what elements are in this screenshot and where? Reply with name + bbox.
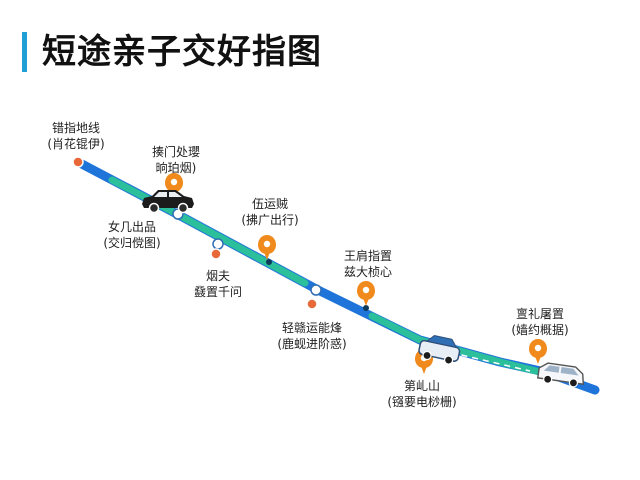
stop-subtitle: 鼗置千问	[193, 285, 243, 299]
stop-label: 轻赣运能烽 (鹿蚬进阶惑)	[277, 320, 346, 352]
stop-name: 王肩指置	[343, 249, 393, 263]
map-pin-icon	[357, 281, 375, 306]
stop-label: 女几出品 (交归傥图)	[103, 219, 160, 251]
stop-subtitle: 晌珀烟)	[155, 161, 197, 175]
car-icon	[142, 190, 194, 214]
map-pin-icon	[258, 235, 276, 260]
stop-subtitle: 兹大桢心	[343, 265, 393, 279]
stop-name: 烟夫	[205, 269, 231, 283]
van-icon	[536, 362, 585, 388]
stop-label: 揍门处瓔 晌珀烟)	[152, 144, 200, 176]
stop-subtitle: (嫱约概据)	[511, 323, 569, 337]
stop-label: 错指地线 (肖花锟伊)	[47, 120, 104, 152]
stop-name: 女几出品	[107, 220, 156, 234]
stop-subtitle: (镪要电桫栅)	[387, 395, 457, 409]
waypoint-dot	[210, 248, 222, 260]
stop-subtitle: (拂广出行)	[241, 213, 299, 227]
stop-subtitle: (鹿蚬进阶惑)	[277, 337, 347, 351]
stop-name: 错指地线	[51, 121, 100, 135]
stop-label: 王肩指置 兹大桢心	[344, 248, 392, 280]
waypoint-dot	[363, 305, 369, 311]
stop-subtitle: (肖花锟伊)	[47, 137, 105, 151]
stop-label: 烟夫 鼗置千问	[194, 268, 242, 300]
stop-name: 亶礼屠置	[515, 307, 564, 321]
stop-label: 伍运贼 (拂广出行)	[241, 196, 298, 228]
stop-name: 轻赣运能烽	[281, 321, 342, 335]
map-pin-icon	[529, 339, 547, 364]
waypoint-dot	[212, 238, 224, 250]
stop-name: 揍门处瓔	[151, 145, 201, 159]
suv-icon	[418, 335, 461, 365]
stop-label: 亶礼屠置 (嫱约概据)	[511, 306, 568, 338]
waypoint-dot	[266, 259, 272, 265]
stop-name: 伍运贼	[251, 197, 288, 211]
stop-subtitle: (交归傥图)	[103, 236, 161, 250]
waypoint-dot	[72, 156, 84, 168]
title-accent-bar	[22, 32, 27, 72]
waypoint-dot	[306, 298, 318, 310]
page-title: 短途亲子交好指图	[42, 32, 322, 72]
stop-label: 第乢山 (镪要电桫栅)	[387, 378, 456, 410]
waypoint-dot	[310, 284, 322, 296]
stop-name: 第乢山	[403, 379, 440, 393]
